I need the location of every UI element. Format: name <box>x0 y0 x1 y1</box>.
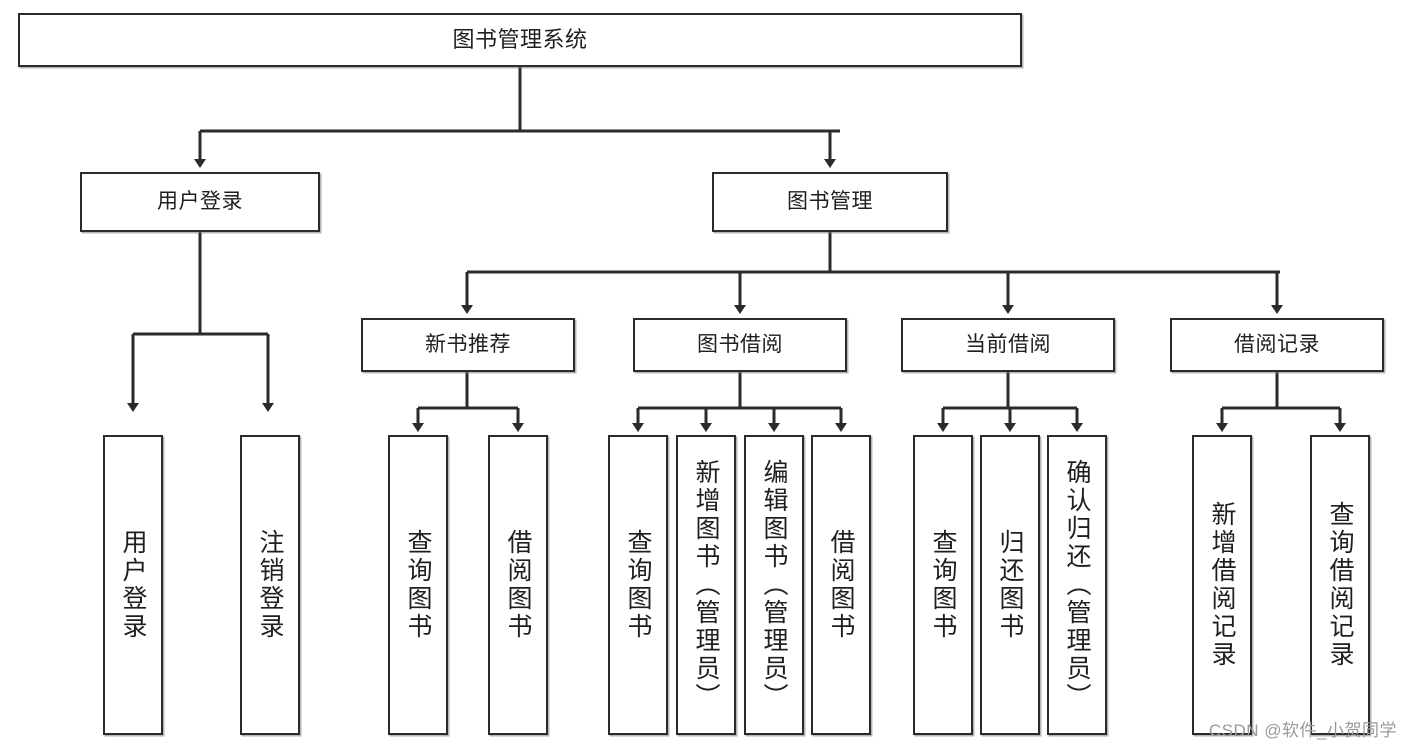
node-label: 新增图书（管理员） <box>692 459 720 711</box>
node-leaf-add-book[interactable]: 新增图书（管理员） <box>676 435 736 735</box>
node-leaf-user-login[interactable]: 用户登录 <box>103 435 163 735</box>
node-label: 编辑图书（管理员） <box>760 459 788 711</box>
node-current-borrow[interactable]: 当前借阅 <box>901 318 1115 372</box>
node-label: 借阅图书 <box>827 529 855 641</box>
node-label: 查询借阅记录 <box>1326 501 1354 669</box>
node-leaf-borrow-book-2[interactable]: 借阅图书 <box>811 435 871 735</box>
node-root-system[interactable]: 图书管理系统 <box>18 13 1022 67</box>
node-leaf-return-book[interactable]: 归还图书 <box>980 435 1040 735</box>
node-leaf-edit-book[interactable]: 编辑图书（管理员） <box>744 435 804 735</box>
node-label: 图书管理系统 <box>452 27 588 53</box>
node-label: 新增借阅记录 <box>1208 501 1236 669</box>
node-leaf-logout-login[interactable]: 注销登录 <box>240 435 300 735</box>
node-book-borrow[interactable]: 图书借阅 <box>633 318 847 372</box>
node-label: 图书管理 <box>787 189 873 213</box>
node-user-login[interactable]: 用户登录 <box>80 172 320 232</box>
node-leaf-query-book-2[interactable]: 查询图书 <box>608 435 668 735</box>
node-leaf-add-record[interactable]: 新增借阅记录 <box>1192 435 1252 735</box>
csdn-watermark: CSDN @软件_小贺同学 <box>1208 721 1397 740</box>
node-book-management[interactable]: 图书管理 <box>712 172 948 232</box>
node-leaf-borrow-book-1[interactable]: 借阅图书 <box>488 435 548 735</box>
node-label: 确认归还（管理员） <box>1063 459 1091 711</box>
node-leaf-query-record[interactable]: 查询借阅记录 <box>1310 435 1370 735</box>
node-leaf-query-book-3[interactable]: 查询图书 <box>913 435 973 735</box>
node-label: 借阅图书 <box>504 529 532 641</box>
node-label: 查询图书 <box>929 529 957 641</box>
node-leaf-query-book-1[interactable]: 查询图书 <box>388 435 448 735</box>
node-new-book-recommend[interactable]: 新书推荐 <box>361 318 575 372</box>
node-label: 当前借阅 <box>965 332 1051 356</box>
node-label: 注销登录 <box>256 529 284 641</box>
node-leaf-confirm-return[interactable]: 确认归还（管理员） <box>1047 435 1107 735</box>
node-label: 归还图书 <box>996 529 1024 641</box>
node-label: 用户登录 <box>119 529 147 641</box>
node-label: 查询图书 <box>624 529 652 641</box>
node-label: 查询图书 <box>404 529 432 641</box>
node-borrow-record[interactable]: 借阅记录 <box>1170 318 1384 372</box>
node-label: 用户登录 <box>157 189 243 213</box>
node-label: 图书借阅 <box>697 332 783 356</box>
node-label: 新书推荐 <box>425 332 511 356</box>
node-label: 借阅记录 <box>1234 332 1320 356</box>
